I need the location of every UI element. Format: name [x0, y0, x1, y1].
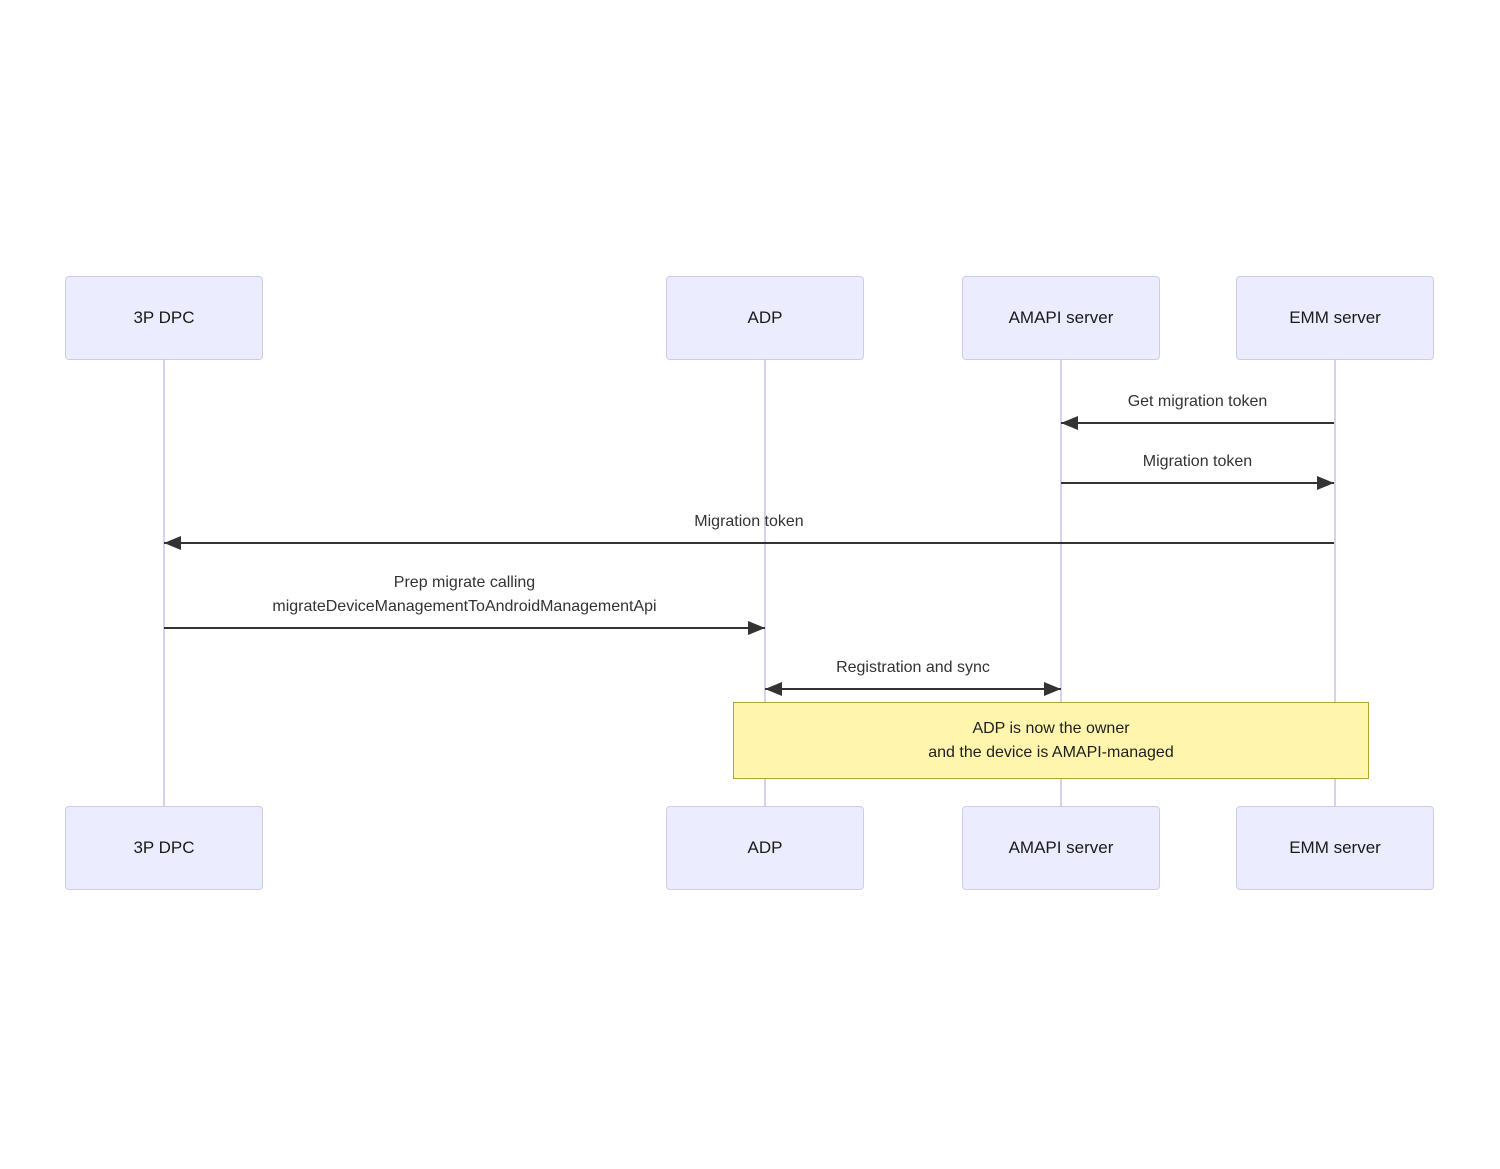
arrowhead-left-icon — [765, 682, 782, 696]
message-migration-token-to-emm-label: Migration token — [1142, 453, 1253, 470]
lifeline-emm-server — [1334, 360, 1336, 806]
message-prep-migrate-arrow-line — [164, 627, 765, 629]
actor-bottom-emm-server: EMM server — [1236, 806, 1434, 890]
arrowhead-left-icon — [1061, 416, 1078, 430]
lifeline-amapi-server — [1060, 360, 1062, 806]
arrowhead-right-icon — [1317, 476, 1334, 490]
actor-bottom-3p-dpc: 3P DPC — [65, 806, 263, 890]
message-get-migration-token-label: Get migration token — [1127, 393, 1268, 410]
actor-top-3p-dpc: 3P DPC — [65, 276, 263, 360]
actor-label: ADP — [747, 308, 783, 327]
actor-bottom-adp: ADP — [666, 806, 864, 890]
actor-label: EMM server — [1289, 838, 1381, 857]
message-prep-migrate-line1: Prep migrate calling — [393, 574, 536, 591]
actor-bottom-amapi-server: AMAPI server — [962, 806, 1160, 890]
lifeline-adp — [764, 360, 766, 806]
message-migration-token-to-emm-line — [1061, 482, 1334, 484]
actor-label: AMAPI server — [1008, 838, 1114, 857]
actor-top-amapi-server: AMAPI server — [962, 276, 1160, 360]
arrowhead-left-icon — [164, 536, 181, 550]
actor-top-adp: ADP — [666, 276, 864, 360]
arrowhead-right-icon — [748, 621, 765, 635]
actor-label: 3P DPC — [133, 838, 195, 857]
actor-top-emm-server: EMM server — [1236, 276, 1434, 360]
message-registration-sync-line — [765, 688, 1061, 690]
message-prep-migrate-label: Prep migrate calling migrateDeviceManage… — [164, 571, 765, 619]
actor-label: AMAPI server — [1008, 308, 1114, 327]
note-adp-owner: ADP is now the owner and the device is A… — [733, 702, 1369, 779]
actor-label: EMM server — [1289, 308, 1381, 327]
note-line1: ADP is now the owner — [972, 719, 1130, 737]
arrowhead-right-icon — [1044, 682, 1061, 696]
note-line2: and the device is AMAPI-managed — [928, 743, 1174, 761]
actor-label: ADP — [747, 838, 783, 857]
message-registration-sync-label: Registration and sync — [836, 659, 990, 676]
message-prep-migrate-line2: migrateDeviceManagementToAndroidManageme… — [272, 598, 657, 615]
message-migration-token-to-dpc-label: Migration token — [694, 513, 804, 530]
message-migration-token-to-dpc-line — [164, 542, 1334, 544]
actor-label: 3P DPC — [133, 308, 195, 327]
message-get-migration-token-line — [1061, 422, 1334, 424]
lifeline-3p-dpc — [163, 360, 165, 806]
